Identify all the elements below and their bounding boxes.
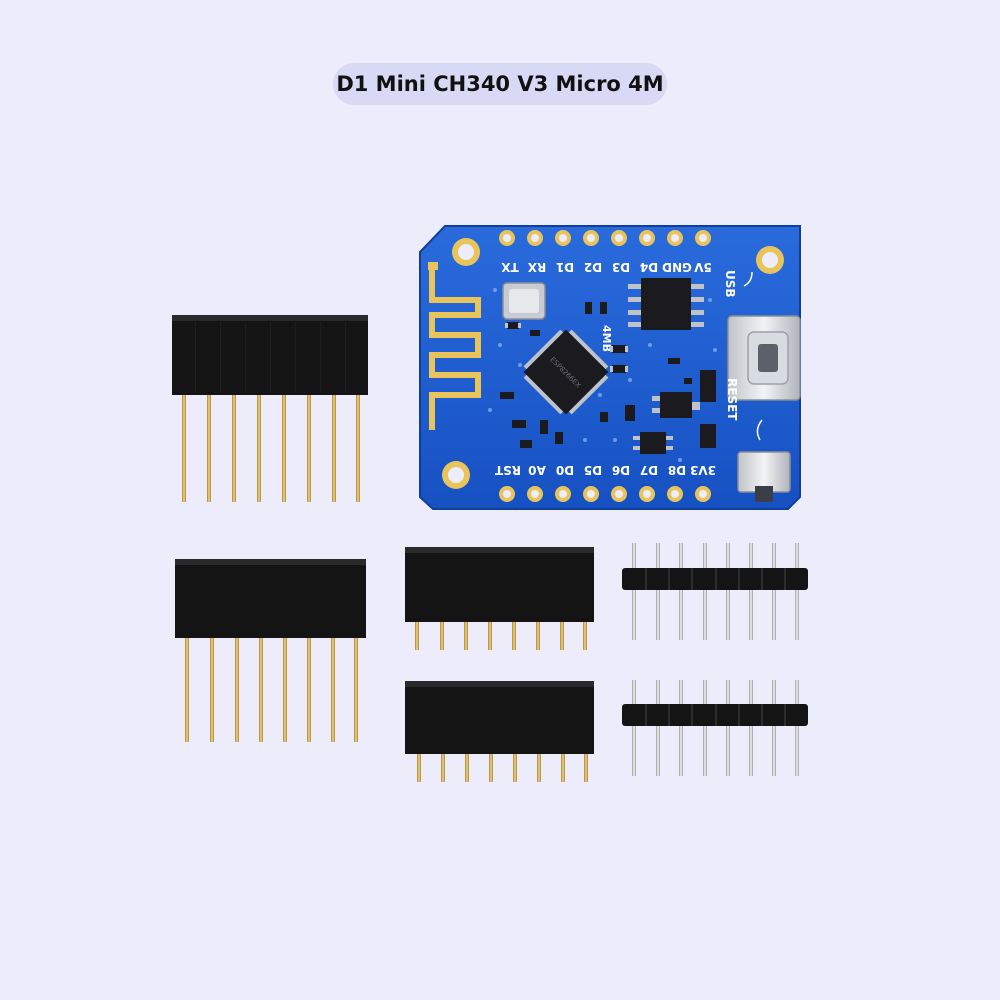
flash-size-label: 4MB	[600, 325, 613, 352]
mounting-hole-top-right	[756, 246, 784, 274]
micro-usb-connector	[727, 315, 801, 401]
reset-arrow-icon	[756, 419, 763, 441]
pin-label-d4: D4	[640, 260, 658, 274]
male-pin-header-2	[622, 680, 808, 776]
ch340-chip	[633, 432, 673, 454]
pin-label-d0: D0	[556, 463, 574, 477]
diode-component	[700, 370, 716, 448]
bottom-pin-labels: 3V3 D8 D7 D6 D5 D0 A0 RST	[494, 463, 716, 477]
pcb-vias	[488, 288, 717, 462]
reset-button	[737, 451, 791, 502]
female-header-long-2	[175, 559, 366, 742]
product-title: D1 Mini CH340 V3 Micro 4M	[333, 63, 667, 105]
top-pin-labels: 5V GND D4 D3 D2 D1 RX TX	[501, 260, 712, 274]
male-pin-header-1	[622, 543, 808, 640]
pin-label-d8: D8	[668, 463, 686, 477]
female-header-short-1	[405, 547, 594, 650]
pin-label-a0: A0	[528, 463, 546, 477]
mounting-hole-top-left	[452, 238, 480, 266]
pin-label-d7: D7	[640, 463, 658, 477]
usb-arrow-icon	[743, 271, 753, 287]
pin-label-tx: TX	[501, 260, 519, 274]
esp8266-chip: ESP8266EX	[523, 329, 609, 415]
female-header-short-2	[405, 681, 594, 782]
crystal-oscillator	[502, 282, 546, 320]
flash-chip	[628, 278, 704, 330]
smd-passives	[500, 302, 692, 448]
smd-pads	[505, 323, 628, 372]
top-pin-pads	[499, 230, 711, 246]
pin-label-rst: RST	[494, 463, 521, 477]
usb-label: USB	[723, 270, 737, 298]
pin-label-d1: D1	[556, 260, 574, 274]
bottom-pin-pads	[499, 486, 711, 502]
antenna-trace	[429, 265, 481, 430]
pin-label-rx: RX	[527, 260, 546, 274]
mounting-hole-bottom-left	[442, 461, 470, 489]
reset-label: RESET	[725, 378, 739, 421]
pin-label-gnd: GND	[662, 260, 692, 274]
pin-label-d5: D5	[584, 463, 602, 477]
d1-mini-board: 5V GND D4 D3 D2 D1 RX TX 3V3 D8 D7 D6 D5…	[419, 225, 801, 510]
pin-label-3v3: 3V3	[690, 463, 716, 477]
pin-label-d3: D3	[612, 260, 630, 274]
pin-label-5v: 5V	[693, 260, 711, 274]
voltage-regulator	[652, 392, 700, 418]
pin-label-d2: D2	[584, 260, 602, 274]
pin-label-d6: D6	[612, 463, 630, 477]
female-header-long-1	[172, 315, 368, 502]
